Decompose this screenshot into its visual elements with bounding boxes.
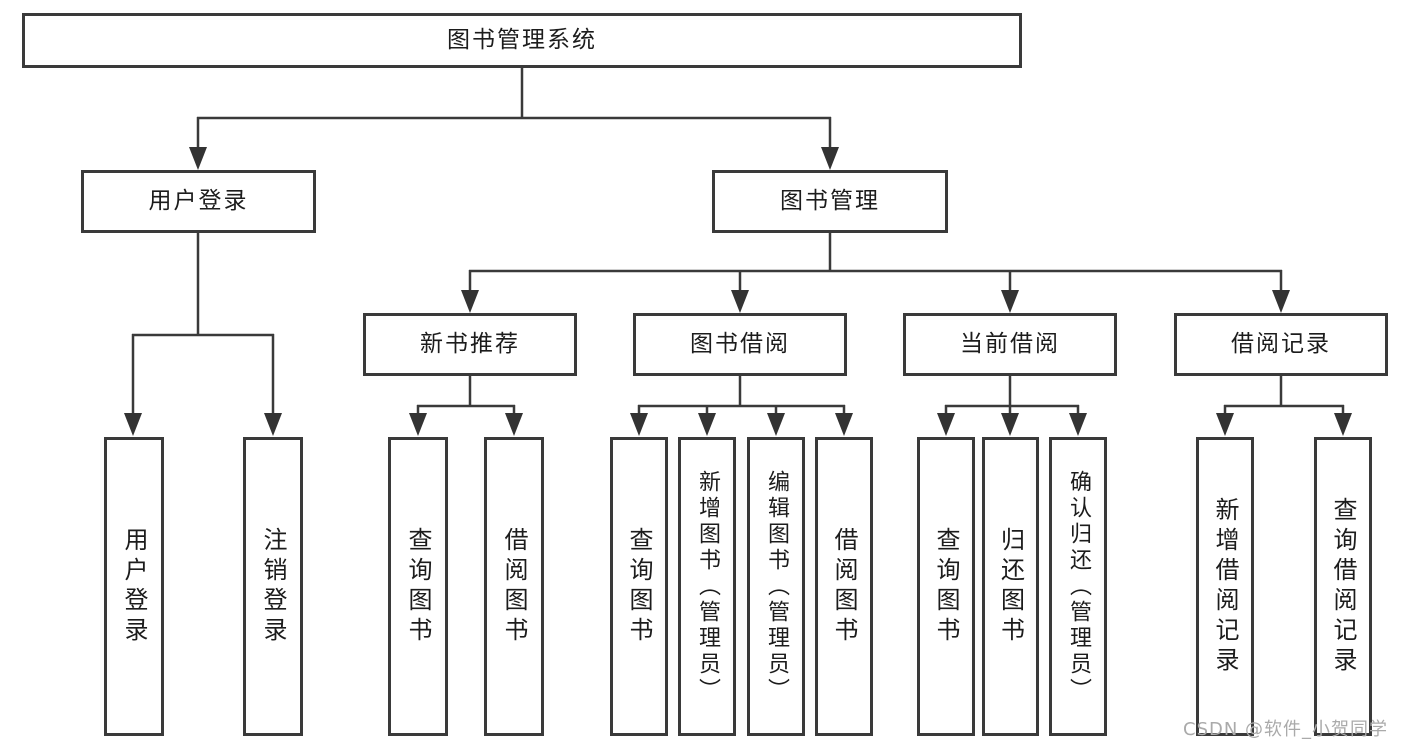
node-root-label: 图书管理系统 [447,27,597,53]
leaf-bb-borrow-book-label: 借阅图书 [830,526,858,647]
node-user-login-label: 用户登录 [148,188,249,214]
leaf-nb-borrow-book: 借阅图书 [484,437,544,736]
connector-bookmgmt-to-level3 [468,233,1283,293]
node-current-borrow: 当前借阅 [903,313,1117,376]
arrowhead [124,413,142,436]
leaf-logout-label: 注销登录 [259,526,287,647]
leaf-bb-borrow-book: 借阅图书 [815,437,873,736]
leaf-nb-query-book: 查询图书 [388,437,448,736]
connector-currentborrow-to-leaves [944,376,1080,416]
leaf-cb-return-book-label: 归还图书 [996,526,1025,647]
node-borrow-records: 借阅记录 [1174,313,1388,376]
node-user-login: 用户登录 [81,170,316,233]
leaf-bb-add-book: 新增图书（管理员） [678,437,736,736]
leaf-br-query-record-label: 查询借阅记录 [1329,496,1357,677]
leaf-user-login: 用户登录 [104,437,164,736]
arrowhead [1001,413,1019,436]
node-new-book-recommend-label: 新书推荐 [420,331,520,357]
arrowhead [1001,290,1019,313]
connector-userlogin-to-leaves [131,233,275,416]
leaf-br-query-record: 查询借阅记录 [1314,437,1372,736]
arrowhead [1272,290,1290,313]
arrowhead [835,413,853,436]
leaf-cb-confirm-return: 确认归还（管理员） [1049,437,1107,736]
connector-newbook-to-leaves [416,376,516,416]
arrowhead [264,413,282,436]
node-book-management-label: 图书管理 [780,188,880,214]
arrowhead [409,413,427,436]
leaf-cb-query-book: 查询图书 [917,437,975,736]
arrowhead [731,290,749,313]
leaf-cb-return-book: 归还图书 [982,437,1039,736]
leaf-nb-query-book-label: 查询图书 [404,526,432,647]
node-new-book-recommend: 新书推荐 [363,313,577,376]
node-borrow-records-label: 借阅记录 [1231,331,1331,357]
arrowhead [1334,413,1352,436]
arrowhead [630,413,648,436]
leaf-logout: 注销登录 [243,437,303,736]
arrowhead [505,413,523,436]
leaf-nb-borrow-book-label: 借阅图书 [500,526,528,647]
connector-records-to-leaves [1223,376,1345,416]
leaf-br-add-record: 新增借阅记录 [1196,437,1254,736]
watermark: CSDN @软件_小贺同学 [1183,719,1389,740]
node-current-borrow-label: 当前借阅 [960,331,1060,357]
leaf-cb-confirm-return-label: 确认归还（管理员） [1066,469,1091,704]
arrowhead [767,413,785,436]
connector-root-to-level2 [196,68,832,150]
arrowhead [698,413,716,436]
leaf-bb-add-book-label: 新增图书（管理员） [695,469,720,704]
arrowhead [1216,413,1234,436]
arrowhead [1069,413,1087,436]
node-book-management: 图书管理 [712,170,948,233]
arrowhead [461,290,479,313]
leaf-user-login-label: 用户登录 [120,526,148,647]
arrowhead [937,413,955,436]
arrowhead [189,147,207,170]
leaf-bb-edit-book-label: 编辑图书（管理员） [764,469,789,704]
node-book-borrow: 图书借阅 [633,313,847,376]
leaf-bb-edit-book: 编辑图书（管理员） [747,437,805,736]
node-book-borrow-label: 图书借阅 [690,331,790,357]
leaf-cb-query-book-label: 查询图书 [932,526,960,647]
leaf-bb-query-book-label: 查询图书 [625,526,653,647]
leaf-bb-query-book: 查询图书 [610,437,668,736]
arrowhead [821,147,839,170]
node-root: 图书管理系统 [22,13,1022,68]
leaf-br-add-record-label: 新增借阅记录 [1211,496,1239,677]
connector-bookborrow-to-leaves [637,376,846,416]
arrowheads [124,147,1352,436]
